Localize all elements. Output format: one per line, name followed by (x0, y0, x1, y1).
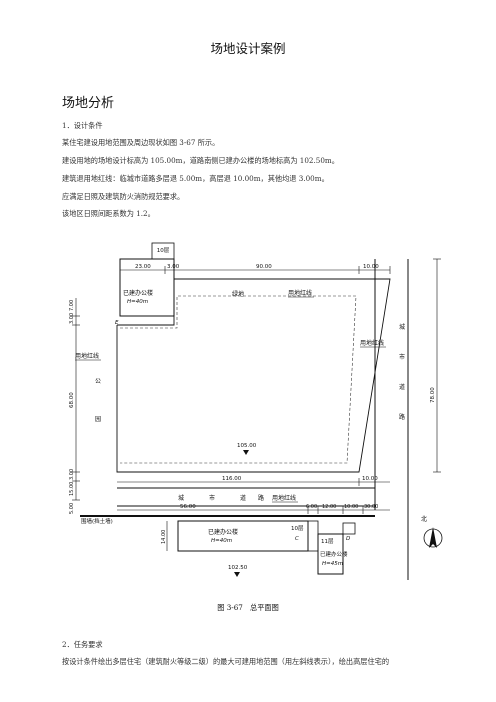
paragraph-2: 建设用地的场地设计标高为 105.00m，道路南侧已建办公楼的场地标高为 102… (62, 156, 339, 165)
dim-30: 30.00 (364, 504, 378, 510)
paragraph-1: 某住宅建设用地范围及周边现状如图 3-67 所示。 (62, 138, 220, 147)
north-label: 北 (421, 515, 427, 523)
city-road-h-4: 路 (258, 494, 264, 502)
dim-68: 68.00 (69, 392, 75, 408)
city-road-v-3: 道 (399, 383, 405, 391)
dim-14: 14.00 (161, 530, 167, 544)
city-road-h-3: 道 (240, 494, 246, 502)
redline-left-label: 用地红线 (75, 352, 99, 360)
top-floors-label: 10层 (157, 247, 170, 254)
setback-dashed-line (120, 295, 357, 464)
bottom-office-building (177, 520, 309, 552)
redline-road-label: 用地红线 (272, 494, 296, 502)
item-2-label: 2．任务要求 (62, 640, 103, 649)
label-d: D (346, 536, 350, 542)
dim-78: 78.00 (430, 387, 436, 403)
dim-10-b: 10.00 (344, 504, 358, 510)
item-1-label: 1．设计条件 (62, 121, 103, 130)
dim-116: 116.00 (222, 476, 242, 482)
site-boundary-line (116, 278, 391, 473)
dim-3-left: 3.00 (69, 313, 75, 324)
dim-3-top: 3.00 (167, 264, 180, 270)
small-building-height: H=45m (322, 561, 343, 567)
small-office-building (317, 533, 344, 575)
dim-56: 56.00 (180, 504, 196, 510)
site-plan-drawing: 10层 已建办公楼 H=40m 23.00 3.00 90.00 10.00 E… (69, 242, 443, 580)
page-title: 场地设计案例 (210, 41, 286, 56)
bottom-building-height: H=40m (211, 538, 232, 544)
small-office-annex (342, 522, 356, 535)
dim-90: 90.00 (256, 264, 272, 270)
bottom-floors: 10层 (291, 525, 304, 532)
dim-3-bottom-left: 3.00 (69, 469, 75, 480)
city-road-h-2: 市 (209, 494, 215, 502)
elevation-marker (243, 450, 249, 455)
city-road-v-2: 市 (399, 353, 405, 361)
dim-23: 23.00 (135, 264, 151, 270)
top-building-name: 已建办公楼 (123, 289, 153, 297)
dim-7-left: 7.00 (69, 300, 75, 311)
wall-label: 围墙(挡土墙) (81, 517, 113, 525)
paragraph-5: 该地区日照间距系数为 1.2。 (62, 209, 155, 218)
redline-right-label: 用地红线 (360, 339, 384, 347)
dim-15: 15.00 (69, 482, 75, 496)
site-elevation: 105.00 (237, 443, 257, 449)
paragraph-4: 应满足日照及建筑防火消防规范要求。 (62, 192, 185, 201)
greenland-label: 绿地 (232, 290, 244, 298)
park-char-2: 园 (95, 416, 101, 423)
bottom-building-name: 已建办公楼 (208, 528, 238, 536)
bottom-elevation: 102.50 (228, 565, 248, 571)
small-floors: 11层 (321, 538, 334, 545)
bottom-elevation-marker (234, 572, 240, 577)
section-heading: 场地分析 (62, 96, 115, 111)
top-building-height: H=40m (127, 299, 148, 305)
label-e: E (115, 320, 119, 326)
city-road-h-1: 城 (178, 495, 184, 502)
dim-10-top: 10.00 (363, 264, 379, 270)
label-c: C (295, 536, 299, 542)
bottom-office-tower (307, 520, 319, 552)
paragraph-3: 建筑退用地红线：临城市道路多层退 5.00m，高层退 10.00m，其他均退 3… (62, 174, 329, 183)
paragraph-6: 按设计条件绘出多层住宅（建筑耐火等级二级）的最大可建用地范围（用左斜线表示），绘… (62, 657, 390, 666)
redline-top-label: 用地红线 (288, 289, 312, 297)
park-char-1: 公 (95, 378, 101, 385)
dim-5: 5.00 (69, 503, 75, 514)
dim-6: 6.00 (306, 504, 317, 510)
dim-12: 12.00 (322, 504, 336, 510)
city-road-v-1: 城 (399, 324, 405, 331)
north-arrow-icon (429, 527, 437, 548)
figure-caption: 图 3-67 总平面图 (217, 603, 279, 612)
top-office-tower (151, 242, 175, 260)
small-building-name: 已建办公楼 (320, 550, 348, 558)
city-road-v-4: 路 (399, 413, 405, 421)
dim-10-mid: 10.00 (362, 476, 378, 482)
